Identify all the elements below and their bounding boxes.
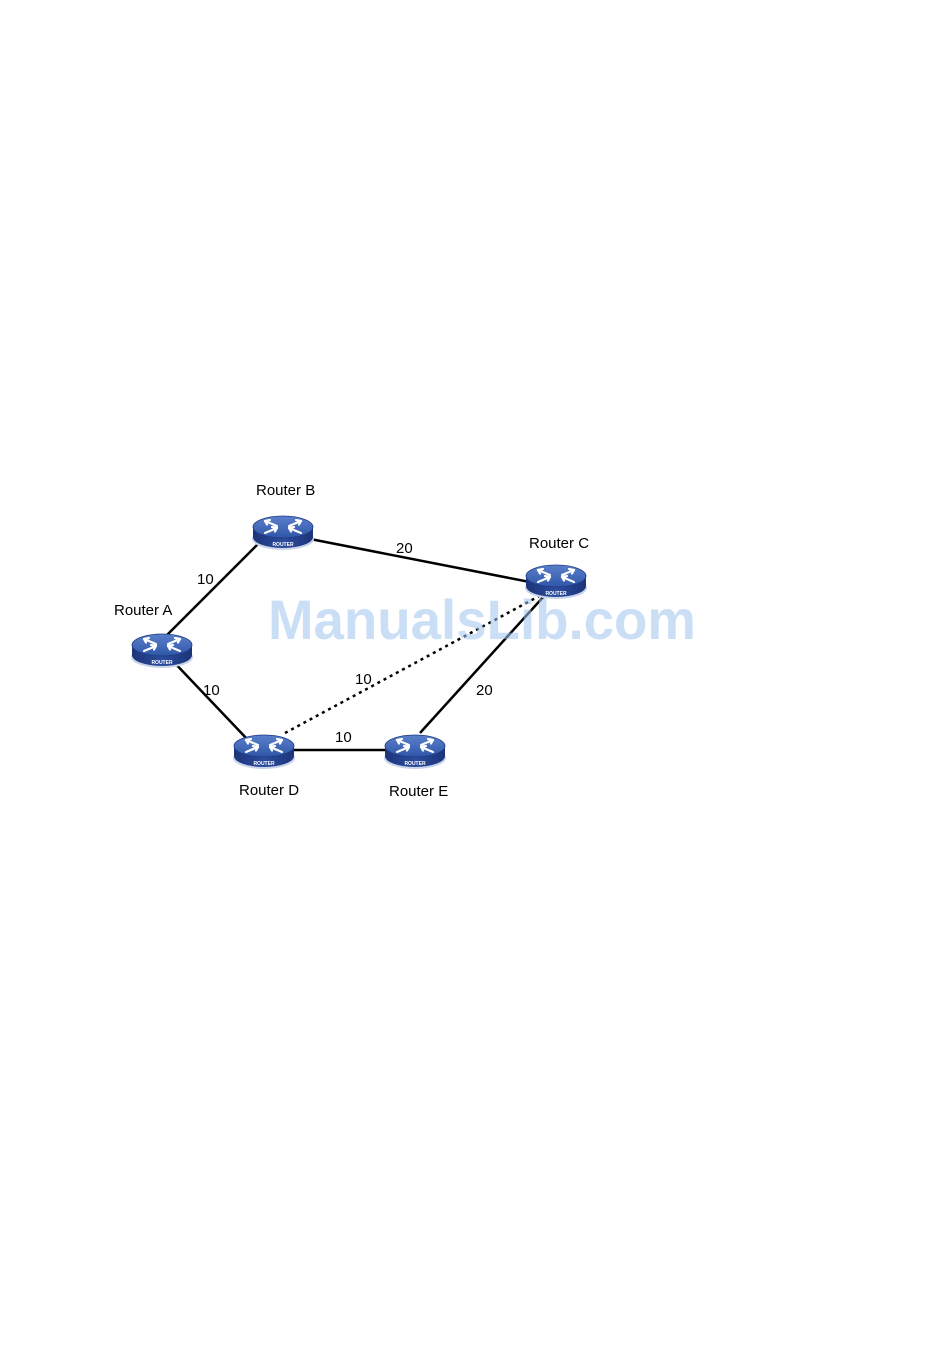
- watermark-text: ManualsLib.com: [268, 588, 696, 651]
- router-label-a: Router A: [114, 602, 172, 619]
- router-badge-d: ROUTER: [253, 761, 275, 767]
- router-d-icon: ROUTER: [233, 735, 295, 769]
- router-label-c: Router C: [529, 535, 589, 552]
- router-label-d: Router D: [239, 782, 299, 799]
- router-badge-b: ROUTER: [272, 542, 294, 548]
- router-label-e: Router E: [389, 783, 448, 800]
- cost-label-b-c: 20: [396, 540, 413, 557]
- router-badge-e: ROUTER: [404, 761, 426, 767]
- cost-label-d-c: 10: [355, 671, 372, 688]
- cost-label-e-c: 20: [476, 682, 493, 699]
- cost-label-a-d: 10: [203, 682, 220, 699]
- cost-label-d-e: 10: [335, 729, 352, 746]
- link-a-b: [166, 536, 266, 636]
- router-b-icon: ROUTER: [252, 516, 314, 550]
- router-a-icon: ROUTER: [131, 634, 193, 668]
- link-b-c: [300, 537, 540, 584]
- cost-label-a-b: 10: [197, 571, 214, 588]
- router-e-icon: ROUTER: [384, 735, 446, 769]
- router-badge-a: ROUTER: [151, 660, 173, 666]
- router-label-b: Router B: [256, 482, 315, 499]
- link-a-d: [170, 658, 248, 740]
